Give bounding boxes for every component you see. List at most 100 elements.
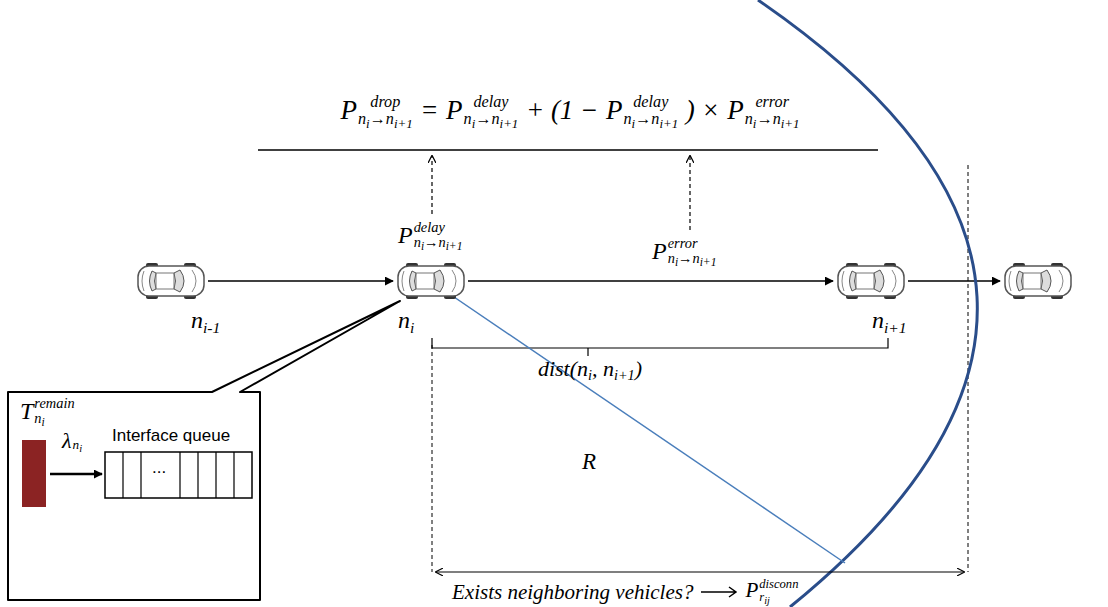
math-text: n: [398, 307, 410, 333]
interface-queue: [105, 452, 252, 498]
distance-bracket: [432, 338, 888, 356]
queue-label: Interface queue: [112, 426, 230, 446]
sub-subscript: i: [79, 443, 82, 454]
superscript: disconn: [759, 578, 798, 591]
sub-subscript: i: [472, 116, 476, 131]
math-symbol: P: [340, 95, 357, 125]
math-text: ...: [152, 458, 166, 477]
index-stack: delayni→ni+1: [414, 220, 463, 253]
math-text: R: [582, 449, 596, 474]
math-text: Interface queue: [112, 426, 230, 445]
sub-subscript: i+1: [394, 116, 413, 131]
vehicle: [136, 262, 206, 300]
sub-subscript: ij: [764, 595, 770, 606]
math-symbol: P: [727, 95, 744, 125]
subscript: r: [759, 590, 764, 604]
math-symbol: P: [606, 95, 623, 125]
index-stack: dropni→ni+1: [358, 94, 413, 130]
sub-subscript: i+1: [446, 241, 463, 253]
subscript-group: ni→ni+1: [623, 111, 678, 130]
subscript-group: ni→ni+1: [464, 111, 519, 130]
radius-label: R: [582, 448, 596, 476]
packet-block: [22, 440, 46, 507]
subscript-group: ni: [34, 411, 74, 429]
radius-line: [432, 282, 845, 563]
subscript: i+1: [614, 367, 635, 383]
vehicle-link-arrow: [208, 280, 393, 282]
subscript: n: [34, 410, 41, 426]
math-symbol: P: [745, 578, 758, 602]
subscript-group: ni→ni+1: [745, 111, 800, 130]
sub-subscript: i: [366, 116, 370, 131]
subscript: n: [745, 110, 753, 128]
subscript: →n: [678, 250, 700, 266]
superscript: error: [745, 94, 800, 111]
callout-bubble: [8, 301, 400, 600]
vehicle-label: ni+1: [872, 306, 907, 337]
sub-subscript: i: [675, 257, 678, 269]
dashed-guide: [432, 345, 433, 572]
vehicle-node: ni-1: [136, 262, 206, 300]
error-probability: Perrorni→ni+1: [652, 236, 716, 269]
math-symbol: λ: [62, 428, 72, 453]
superscript: error: [668, 236, 717, 251]
subscript: →n: [370, 110, 394, 128]
math-symbol: T: [20, 398, 33, 424]
math-text: ): [635, 356, 642, 381]
math-symbol: P: [398, 222, 413, 248]
subscript-group: ni: [73, 438, 83, 454]
distance-label: dist(ni, ni+1): [440, 356, 740, 384]
sub-subscript: i: [753, 116, 757, 131]
dashed-pointer: [689, 156, 690, 230]
superscript: delay: [464, 94, 519, 111]
superscript: delay: [414, 220, 463, 235]
queue-callout: TremainniλniInterface queue...: [8, 392, 260, 600]
vehicle-node: ni+1: [836, 262, 906, 300]
arrival-arrow: [50, 473, 102, 476]
subscript: →n: [475, 110, 499, 128]
subscript: →n: [756, 110, 780, 128]
subscript: i-1: [203, 319, 220, 336]
subscript: i: [410, 319, 414, 336]
disconnection-probability: Pdisconnrij: [745, 578, 798, 607]
sub-subscript: i+1: [781, 116, 800, 131]
math-symbol: P: [652, 238, 667, 264]
queue-ellipsis: ...: [152, 458, 166, 478]
delay-probability: Pdelayni→ni+1: [398, 220, 462, 253]
operator: + (1 −: [526, 95, 598, 125]
vehicle-node: ni: [396, 262, 466, 300]
subscript: n: [464, 110, 472, 128]
formula-underline: [258, 149, 878, 151]
index-stack: errorni→ni+1: [745, 94, 800, 130]
subscript: →n: [424, 234, 446, 250]
operator: ) ×: [686, 95, 720, 125]
subscript: i: [588, 367, 592, 383]
subscript: n: [668, 250, 675, 266]
subscript: i+1: [884, 319, 907, 336]
superscript: drop: [358, 94, 413, 111]
sub-subscript: i+1: [500, 116, 519, 131]
operator: =: [420, 95, 438, 125]
range-double-arrow: [436, 571, 964, 572]
subscript: n: [73, 437, 80, 452]
math-text: , n: [592, 356, 614, 381]
subscript: n: [414, 234, 421, 250]
remaining-time: Tremainni: [20, 396, 75, 429]
math-text: dist(n: [538, 356, 588, 381]
subscript: →n: [635, 110, 659, 128]
math-text: n: [191, 307, 203, 333]
index-stack: disconnrij: [759, 578, 798, 607]
sub-subscript: i: [631, 116, 635, 131]
vehicle-link-arrow: [468, 280, 833, 282]
vehicle: [396, 262, 466, 300]
math-text: n: [872, 307, 884, 333]
index-spacer: [73, 424, 83, 438]
index-stack: ni: [73, 424, 83, 454]
vehicle-link-arrow: [908, 280, 1000, 282]
vehicle-label: ni: [398, 306, 414, 337]
queue-cells: [123, 452, 234, 498]
superscript: remain: [34, 396, 74, 411]
dashed-pointer: [431, 156, 432, 214]
transmission-range-arc: [758, 0, 977, 607]
